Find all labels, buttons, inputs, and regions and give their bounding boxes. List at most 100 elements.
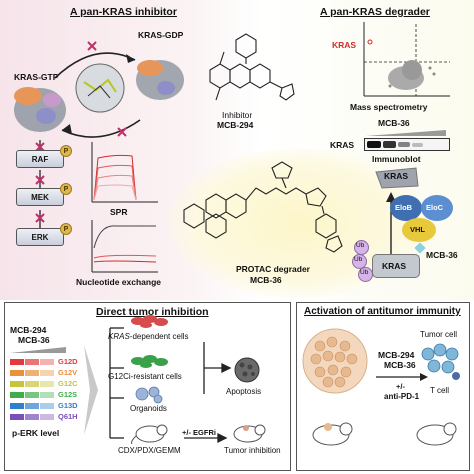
mutation-swatch bbox=[10, 381, 24, 387]
mutation-swatch bbox=[40, 403, 54, 409]
tumor-inhibition-label: Tumor inhibition bbox=[224, 446, 281, 455]
immunoblot-label: Immunoblot bbox=[372, 154, 421, 164]
mutation-label: Q61H bbox=[58, 412, 78, 421]
protac-structure bbox=[176, 160, 356, 260]
nucleotide-label: Nucleotide exchange bbox=[76, 277, 161, 287]
mass-spec-label: Mass spectrometry bbox=[350, 102, 427, 112]
eloc-label: EloC bbox=[426, 203, 443, 212]
mutation-swatch bbox=[40, 359, 54, 365]
kras-dependent-cells-image bbox=[130, 312, 170, 330]
mutation-swatch bbox=[25, 359, 39, 365]
mutation-swatch bbox=[10, 414, 24, 420]
kras-cycle-diagram bbox=[0, 20, 200, 150]
mutation-label: G12C bbox=[58, 379, 78, 388]
mutation-swatch bbox=[25, 381, 39, 387]
volcano-kras-label: KRAS bbox=[332, 40, 356, 50]
cdx-label: CDX/PDX/GEMM bbox=[118, 446, 181, 455]
antipd1-label: anti-PD-1 bbox=[384, 392, 419, 401]
apoptosis-label: Apoptosis bbox=[226, 387, 261, 396]
mutation-row: G12C bbox=[10, 379, 85, 389]
cycle-arrow-bottom bbox=[62, 120, 140, 137]
egfri-label: +/- EGFRi bbox=[182, 428, 216, 437]
tumor-mouse-image bbox=[228, 420, 268, 444]
protac-name: PROTAC degrader bbox=[236, 264, 310, 274]
mutation-row: G12D bbox=[10, 357, 85, 367]
mutation-swatch bbox=[40, 414, 54, 420]
mutation-row: G12S bbox=[10, 390, 85, 400]
drug2-label: MCB-36 bbox=[18, 335, 50, 345]
mutation-swatch bbox=[25, 403, 39, 409]
raf-box: RAF bbox=[16, 150, 64, 168]
mutation-swatch bbox=[10, 359, 24, 365]
tumor-tcell-image bbox=[418, 340, 464, 384]
blot-band bbox=[383, 141, 396, 148]
nucleotide-plot bbox=[86, 218, 160, 276]
mutation-swatch bbox=[25, 414, 39, 420]
kras-dependent-label: KRAS-dependent cells bbox=[108, 332, 189, 341]
spr-label: SPR bbox=[110, 207, 127, 217]
mutation-label: G12D bbox=[58, 357, 78, 366]
blot-band bbox=[367, 141, 381, 148]
block-mark-top bbox=[88, 42, 96, 50]
organoids-label: Organoids bbox=[130, 404, 167, 413]
mek-box: MEK bbox=[16, 188, 64, 206]
tumor-cell-label: Tumor cell bbox=[420, 330, 457, 339]
protac-id: MCB-36 bbox=[250, 275, 282, 285]
resistant-cells-label: G12Ci-resistant cells bbox=[108, 372, 182, 381]
mek-phospho: P bbox=[60, 183, 72, 195]
t-cell-label: T cell bbox=[430, 386, 449, 395]
erk-box: ERK bbox=[16, 228, 64, 246]
mutation-row: Q61H bbox=[10, 412, 85, 422]
organoids-image bbox=[134, 384, 164, 404]
mutation-row: G13D bbox=[10, 401, 85, 411]
mutation-row: G12V bbox=[10, 368, 85, 378]
drug1-label: MCB-294 bbox=[10, 325, 46, 335]
plusminus-label: +/- bbox=[396, 382, 405, 391]
immunity-drug2: MCB-36 bbox=[384, 360, 416, 370]
tumor-mouse-before bbox=[306, 415, 356, 449]
inhibitor-name: Inhibitor bbox=[222, 110, 252, 120]
dependent-cells-text: -dependent cells bbox=[130, 332, 189, 341]
volcano-plot bbox=[360, 22, 452, 100]
mutation-swatch bbox=[40, 370, 54, 376]
mutation-swatch bbox=[25, 392, 39, 398]
inhibitor-id: MCB-294 bbox=[217, 120, 253, 130]
vhl-label: VHL bbox=[410, 225, 425, 234]
inhibitor-structure bbox=[190, 30, 300, 110]
dose-wedge-small bbox=[10, 347, 66, 353]
blot-band bbox=[398, 142, 410, 147]
tumor-cluster-image bbox=[300, 326, 370, 396]
ternary-drug-label: MCB-36 bbox=[426, 250, 458, 260]
mutation-swatch bbox=[10, 403, 24, 409]
mutation-swatch bbox=[40, 381, 54, 387]
dose-wedge bbox=[366, 130, 446, 136]
mouse-image bbox=[130, 420, 170, 444]
perk-label: p-ERK level bbox=[12, 428, 59, 438]
ub-label: Ub bbox=[360, 269, 368, 276]
immunity-title: Activation of antitumor immunity bbox=[304, 306, 461, 317]
elob-label: EloB bbox=[395, 203, 412, 212]
resistant-cells-image bbox=[130, 352, 170, 370]
blot-band bbox=[412, 143, 423, 147]
binding-pocket-zoom bbox=[76, 64, 124, 112]
degrader-title: A pan-KRAS degrader bbox=[320, 6, 430, 18]
raf-phospho: P bbox=[60, 145, 72, 157]
blot-kras-label: KRAS bbox=[330, 140, 354, 150]
ub-label: Ub bbox=[356, 242, 364, 249]
kras-italic-text: KRAS bbox=[108, 332, 130, 341]
mutation-label: G12V bbox=[58, 368, 77, 377]
inhibitor-title: A pan-KRAS inhibitor bbox=[70, 6, 177, 18]
mutation-swatch bbox=[10, 392, 24, 398]
kras-target-label: KRAS bbox=[382, 261, 406, 271]
erk-phospho: P bbox=[60, 223, 72, 235]
mutation-swatch bbox=[25, 370, 39, 376]
mutation-label: G13D bbox=[58, 401, 78, 410]
apoptotic-cell-image bbox=[232, 355, 262, 385]
mutation-label: G12S bbox=[58, 390, 77, 399]
mutation-swatch bbox=[40, 392, 54, 398]
immunoblot-drug-label: MCB-36 bbox=[378, 118, 410, 128]
mutation-swatch bbox=[10, 370, 24, 376]
degraded-kras-label: KRAS bbox=[384, 171, 408, 181]
kras-gdp-protein bbox=[136, 60, 184, 100]
immunity-drug1: MCB-294 bbox=[378, 350, 414, 360]
